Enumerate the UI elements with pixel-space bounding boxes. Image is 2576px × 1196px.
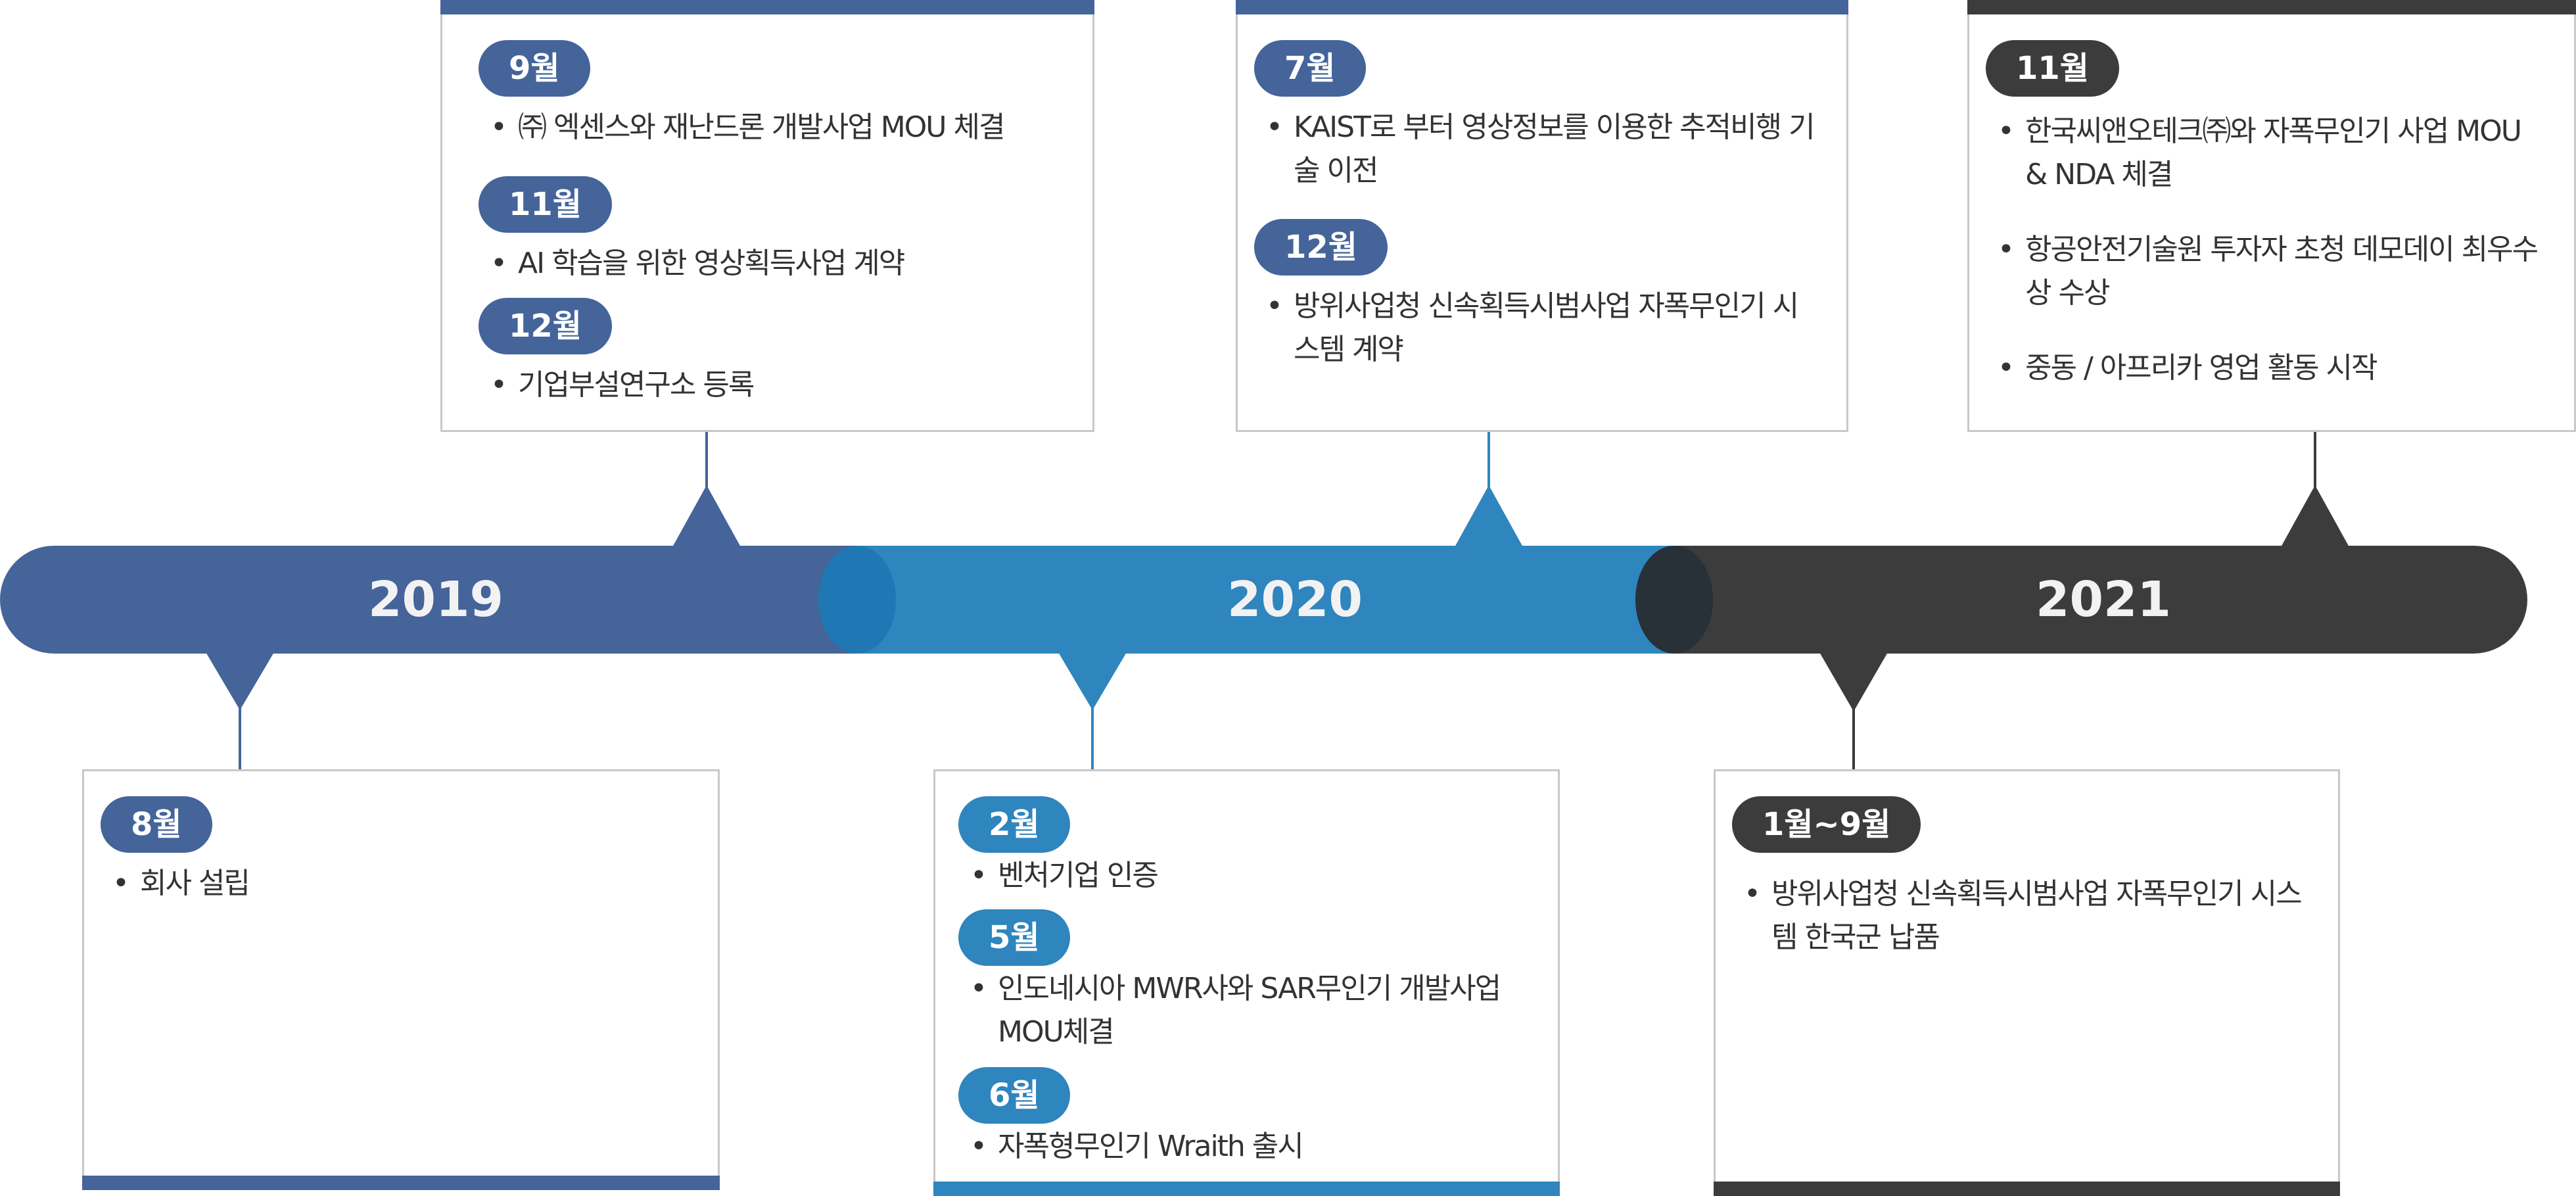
event-text: 항공안전기술원 투자자 초청 데모데이 최우수상 수상 xyxy=(2025,233,2539,310)
event-text-row: • 항공안전기술원 투자자 초청 데모데이 최우수상 수상 xyxy=(1986,228,2548,315)
event-item: 12월 • 방위사업청 신속획득시범사업 자폭무인기 시스템 계약 xyxy=(1254,219,1820,371)
timeline-joint xyxy=(818,546,896,654)
year-label-2021: 2021 xyxy=(2036,571,2171,628)
event-item: 2월 • 벤처기업 인증 xyxy=(958,796,1532,897)
pointer-up xyxy=(1455,485,1523,547)
event-text-row: • 한국씨앤오테크㈜와 자폭무인기 사업 MOU & NDA 체결 xyxy=(1986,110,2548,197)
month-badge: 6월 xyxy=(958,1067,1070,1124)
event-card-2021-top: 11월 • 한국씨앤오테크㈜와 자폭무인기 사업 MOU & NDA 체결 • 항공… xyxy=(1967,0,2576,432)
bullet-icon: • xyxy=(490,110,507,144)
event-text: KAIST로 부터 영상정보를 이용한 추적비행 기술 이전 xyxy=(1294,110,1815,187)
event-text: 기업부설연구소 등록 xyxy=(518,368,755,402)
event-text: 자폭형무인기 Wraith 출시 xyxy=(998,1130,1304,1163)
event-text: ㈜ 엑센스와 재난드론 개발사업 MOU 체결 xyxy=(518,110,1005,144)
event-text: 인도네시아 MWR사와 SAR무인기 개발사업 MOU체결 xyxy=(998,972,1501,1049)
month-badge: 7월 xyxy=(1254,40,1366,97)
month-badge: 12월 xyxy=(479,298,612,354)
event-card-2019-bottom: 8월 • 회사 설립 xyxy=(82,769,720,1190)
bullet-icon: • xyxy=(112,867,129,900)
event-text-row: • 회사 설립 xyxy=(101,862,691,905)
timeline-segment-2021 xyxy=(1676,546,2527,654)
bullet-icon: • xyxy=(1744,877,1761,911)
month-badge: 9월 xyxy=(479,40,590,97)
pointer-down xyxy=(1819,652,1888,711)
event-text-row: • 자폭형무인기 Wraith 출시 xyxy=(958,1125,1532,1168)
bullet-icon: • xyxy=(1998,351,2015,385)
event-text-row: • 기업부설연구소 등록 xyxy=(479,364,1066,407)
event-text-row: • ㈜ 엑센스와 재난드론 개발사업 MOU 체결 xyxy=(479,106,1066,149)
card-accent-bar xyxy=(1714,1182,2340,1196)
event-card-2021-bottom: 1월~9월 • 방위사업청 신속획득시범사업 자폭무인기 시스템 한국군 납품 xyxy=(1714,769,2340,1196)
event-text-row: • AI 학습을 위한 영상획득사업 계약 xyxy=(479,242,1066,285)
event-card-2019-top: 9월 • ㈜ 엑센스와 재난드론 개발사업 MOU 체결 11월 • AI 학습을 … xyxy=(440,0,1094,432)
event-item: 11월 • 한국씨앤오테크㈜와 자폭무인기 사업 MOU & NDA 체결 • 항공… xyxy=(1986,40,2548,390)
bullet-icon: • xyxy=(490,247,507,280)
month-badge: 8월 xyxy=(101,796,212,853)
bullet-icon: • xyxy=(1998,114,2015,148)
month-badge: 11월 xyxy=(479,176,612,233)
event-text-row: • 벤처기업 인증 xyxy=(958,854,1532,897)
event-item: 9월 • ㈜ 엑센스와 재난드론 개발사업 MOU 체결 xyxy=(479,40,1066,149)
event-item: 6월 • 자폭형무인기 Wraith 출시 xyxy=(958,1067,1532,1168)
event-text-row: • 방위사업청 신속획득시범사업 자폭무인기 시스템 한국군 납품 xyxy=(1732,873,2312,959)
pointer-down xyxy=(206,652,274,710)
bullet-icon: • xyxy=(1998,233,2015,266)
connector-line xyxy=(2314,431,2316,496)
bullet-icon: • xyxy=(1266,289,1283,323)
card-accent-bar xyxy=(1967,0,2576,14)
bullet-icon: • xyxy=(1266,110,1283,144)
bullet-icon: • xyxy=(970,972,987,1005)
event-text: 한국씨앤오테크㈜와 자폭무인기 사업 MOU & NDA 체결 xyxy=(2025,114,2522,191)
event-text-row: • KAIST로 부터 영상정보를 이용한 추적비행 기술 이전 xyxy=(1254,106,1820,193)
year-label-2020: 2020 xyxy=(1227,571,1363,628)
event-text-row: • 인도네시아 MWR사와 SAR무인기 개발사업 MOU체결 xyxy=(958,967,1532,1054)
event-item: 8월 • 회사 설립 xyxy=(101,796,691,905)
card-accent-bar xyxy=(1236,0,1848,14)
card-accent-bar xyxy=(933,1182,1560,1196)
card-accent-bar xyxy=(82,1176,720,1190)
connector-line xyxy=(239,704,241,769)
card-accent-bar xyxy=(440,0,1094,14)
event-text: 중동 / 아프리카 영업 활동 시작 xyxy=(2025,351,2378,385)
event-card-2020-top: 7월 • KAIST로 부터 영상정보를 이용한 추적비행 기술 이전 12월 •… xyxy=(1236,0,1848,432)
pointer-up xyxy=(672,485,741,547)
event-text: AI 학습을 위한 영상획득사업 계약 xyxy=(518,247,905,280)
event-text: 벤처기업 인증 xyxy=(998,859,1159,892)
event-text-row: • 방위사업청 신속획득시범사업 자폭무인기 시스템 계약 xyxy=(1254,285,1820,371)
month-badge: 12월 xyxy=(1254,219,1388,275)
connector-line xyxy=(1091,704,1094,769)
connector-line xyxy=(705,431,708,496)
bullet-icon: • xyxy=(970,859,987,892)
event-item: 5월 • 인도네시아 MWR사와 SAR무인기 개발사업 MOU체결 xyxy=(958,909,1532,1054)
month-badge: 1월~9월 xyxy=(1732,796,1921,853)
timeline-segment-2019 xyxy=(0,546,868,654)
bullet-icon: • xyxy=(490,368,507,402)
connector-line xyxy=(1487,431,1490,496)
event-item: 11월 • AI 학습을 위한 영상획득사업 계약 xyxy=(479,176,1066,285)
event-text: 회사 설립 xyxy=(140,867,250,900)
month-badge: 11월 xyxy=(1986,40,2119,97)
timeline-segment-2020 xyxy=(855,546,1683,654)
pointer-down xyxy=(1058,652,1127,710)
bullet-icon: • xyxy=(970,1130,987,1163)
connector-line xyxy=(1852,704,1855,769)
event-text: 방위사업청 신속획득시범사업 자폭무인기 시스템 한국군 납품 xyxy=(1771,877,2303,954)
event-item: 7월 • KAIST로 부터 영상정보를 이용한 추적비행 기술 이전 xyxy=(1254,40,1820,193)
timeline-joint xyxy=(1635,546,1713,654)
event-item: 1월~9월 • 방위사업청 신속획득시범사업 자폭무인기 시스템 한국군 납품 xyxy=(1732,796,2312,959)
pointer-up xyxy=(2281,485,2349,547)
year-label-2019: 2019 xyxy=(368,571,503,628)
event-text: 방위사업청 신속획득시범사업 자폭무인기 시스템 계약 xyxy=(1294,289,1799,366)
event-card-2020-bottom: 2월 • 벤처기업 인증 5월 • 인도네시아 MWR사와 SAR무인기 개발사업 … xyxy=(933,769,1560,1196)
event-text-row: • 중동 / 아프리카 영업 활동 시작 xyxy=(1986,347,2548,390)
month-badge: 2월 xyxy=(958,796,1070,853)
month-badge: 5월 xyxy=(958,909,1070,966)
event-item: 12월 • 기업부설연구소 등록 xyxy=(479,298,1066,407)
